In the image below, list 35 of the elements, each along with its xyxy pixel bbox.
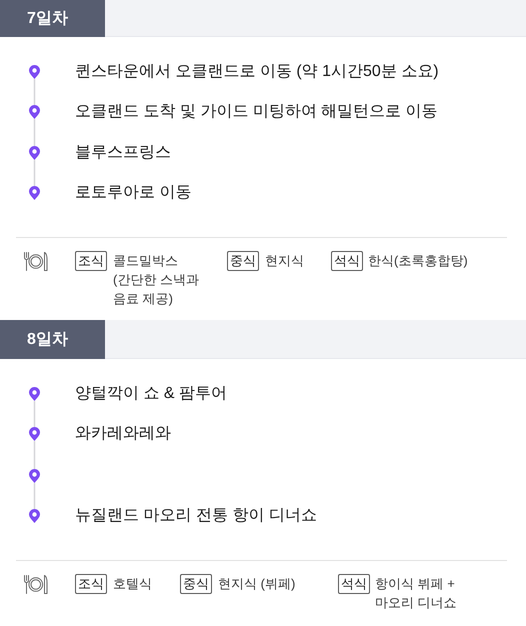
meal-description: 현지식 [265, 252, 305, 270]
timeline-line [34, 441, 36, 469]
meal-tag: 조식 [75, 251, 107, 271]
meal-tag: 석식 [338, 574, 370, 594]
itinerary-text: 로토루아로 이동 [75, 183, 192, 203]
meal-tag: 중식 [227, 251, 259, 271]
meal-description: 한식(초록홍합탕) [368, 252, 469, 270]
itinerary-text: 블루스프링스 [75, 143, 171, 163]
location-pin-icon [29, 65, 40, 79]
timeline-line [34, 401, 36, 427]
location-pin-icon [29, 387, 40, 401]
location-pin-icon [29, 146, 40, 160]
day-tab: 7일차 [0, 0, 105, 37]
itinerary-text: 퀸스타운에서 오클랜드로 이동 (약 1시간50분 소요) [75, 62, 439, 82]
itinerary-text: 오클랜드 도착 및 가이드 미팅하여 해밀턴으로 이동 [75, 102, 438, 122]
meal-description: 현지식 (뷔페) [218, 575, 296, 593]
location-pin-icon [29, 509, 40, 523]
day-tab: 8일차 [0, 320, 105, 359]
location-pin-icon [29, 186, 40, 200]
meal-tag: 조식 [75, 574, 107, 594]
timeline-line [34, 483, 36, 509]
itinerary-text: 와카레와레와 [75, 424, 171, 444]
timeline-line [34, 160, 36, 186]
itinerary-text: 양털깍이 쇼 & 팜투어 [75, 384, 228, 404]
itinerary-text: 뉴질랜드 마오리 전통 항이 디너쇼 [75, 506, 317, 526]
meal-tag: 석식 [331, 251, 363, 271]
timeline-line [34, 79, 36, 105]
meal-description: 호텔식 [113, 575, 153, 593]
meal-description: 항이식 뷔페 + 마오리 디너쇼 [375, 575, 458, 612]
location-pin-icon [29, 469, 40, 483]
location-pin-icon [29, 427, 40, 441]
meal-tag: 중식 [180, 574, 212, 594]
location-pin-icon [29, 105, 40, 119]
timeline-line [34, 119, 36, 146]
meal-description: 콜드밀박스 (간단한 스낵과 음료 제공) [113, 252, 200, 308]
